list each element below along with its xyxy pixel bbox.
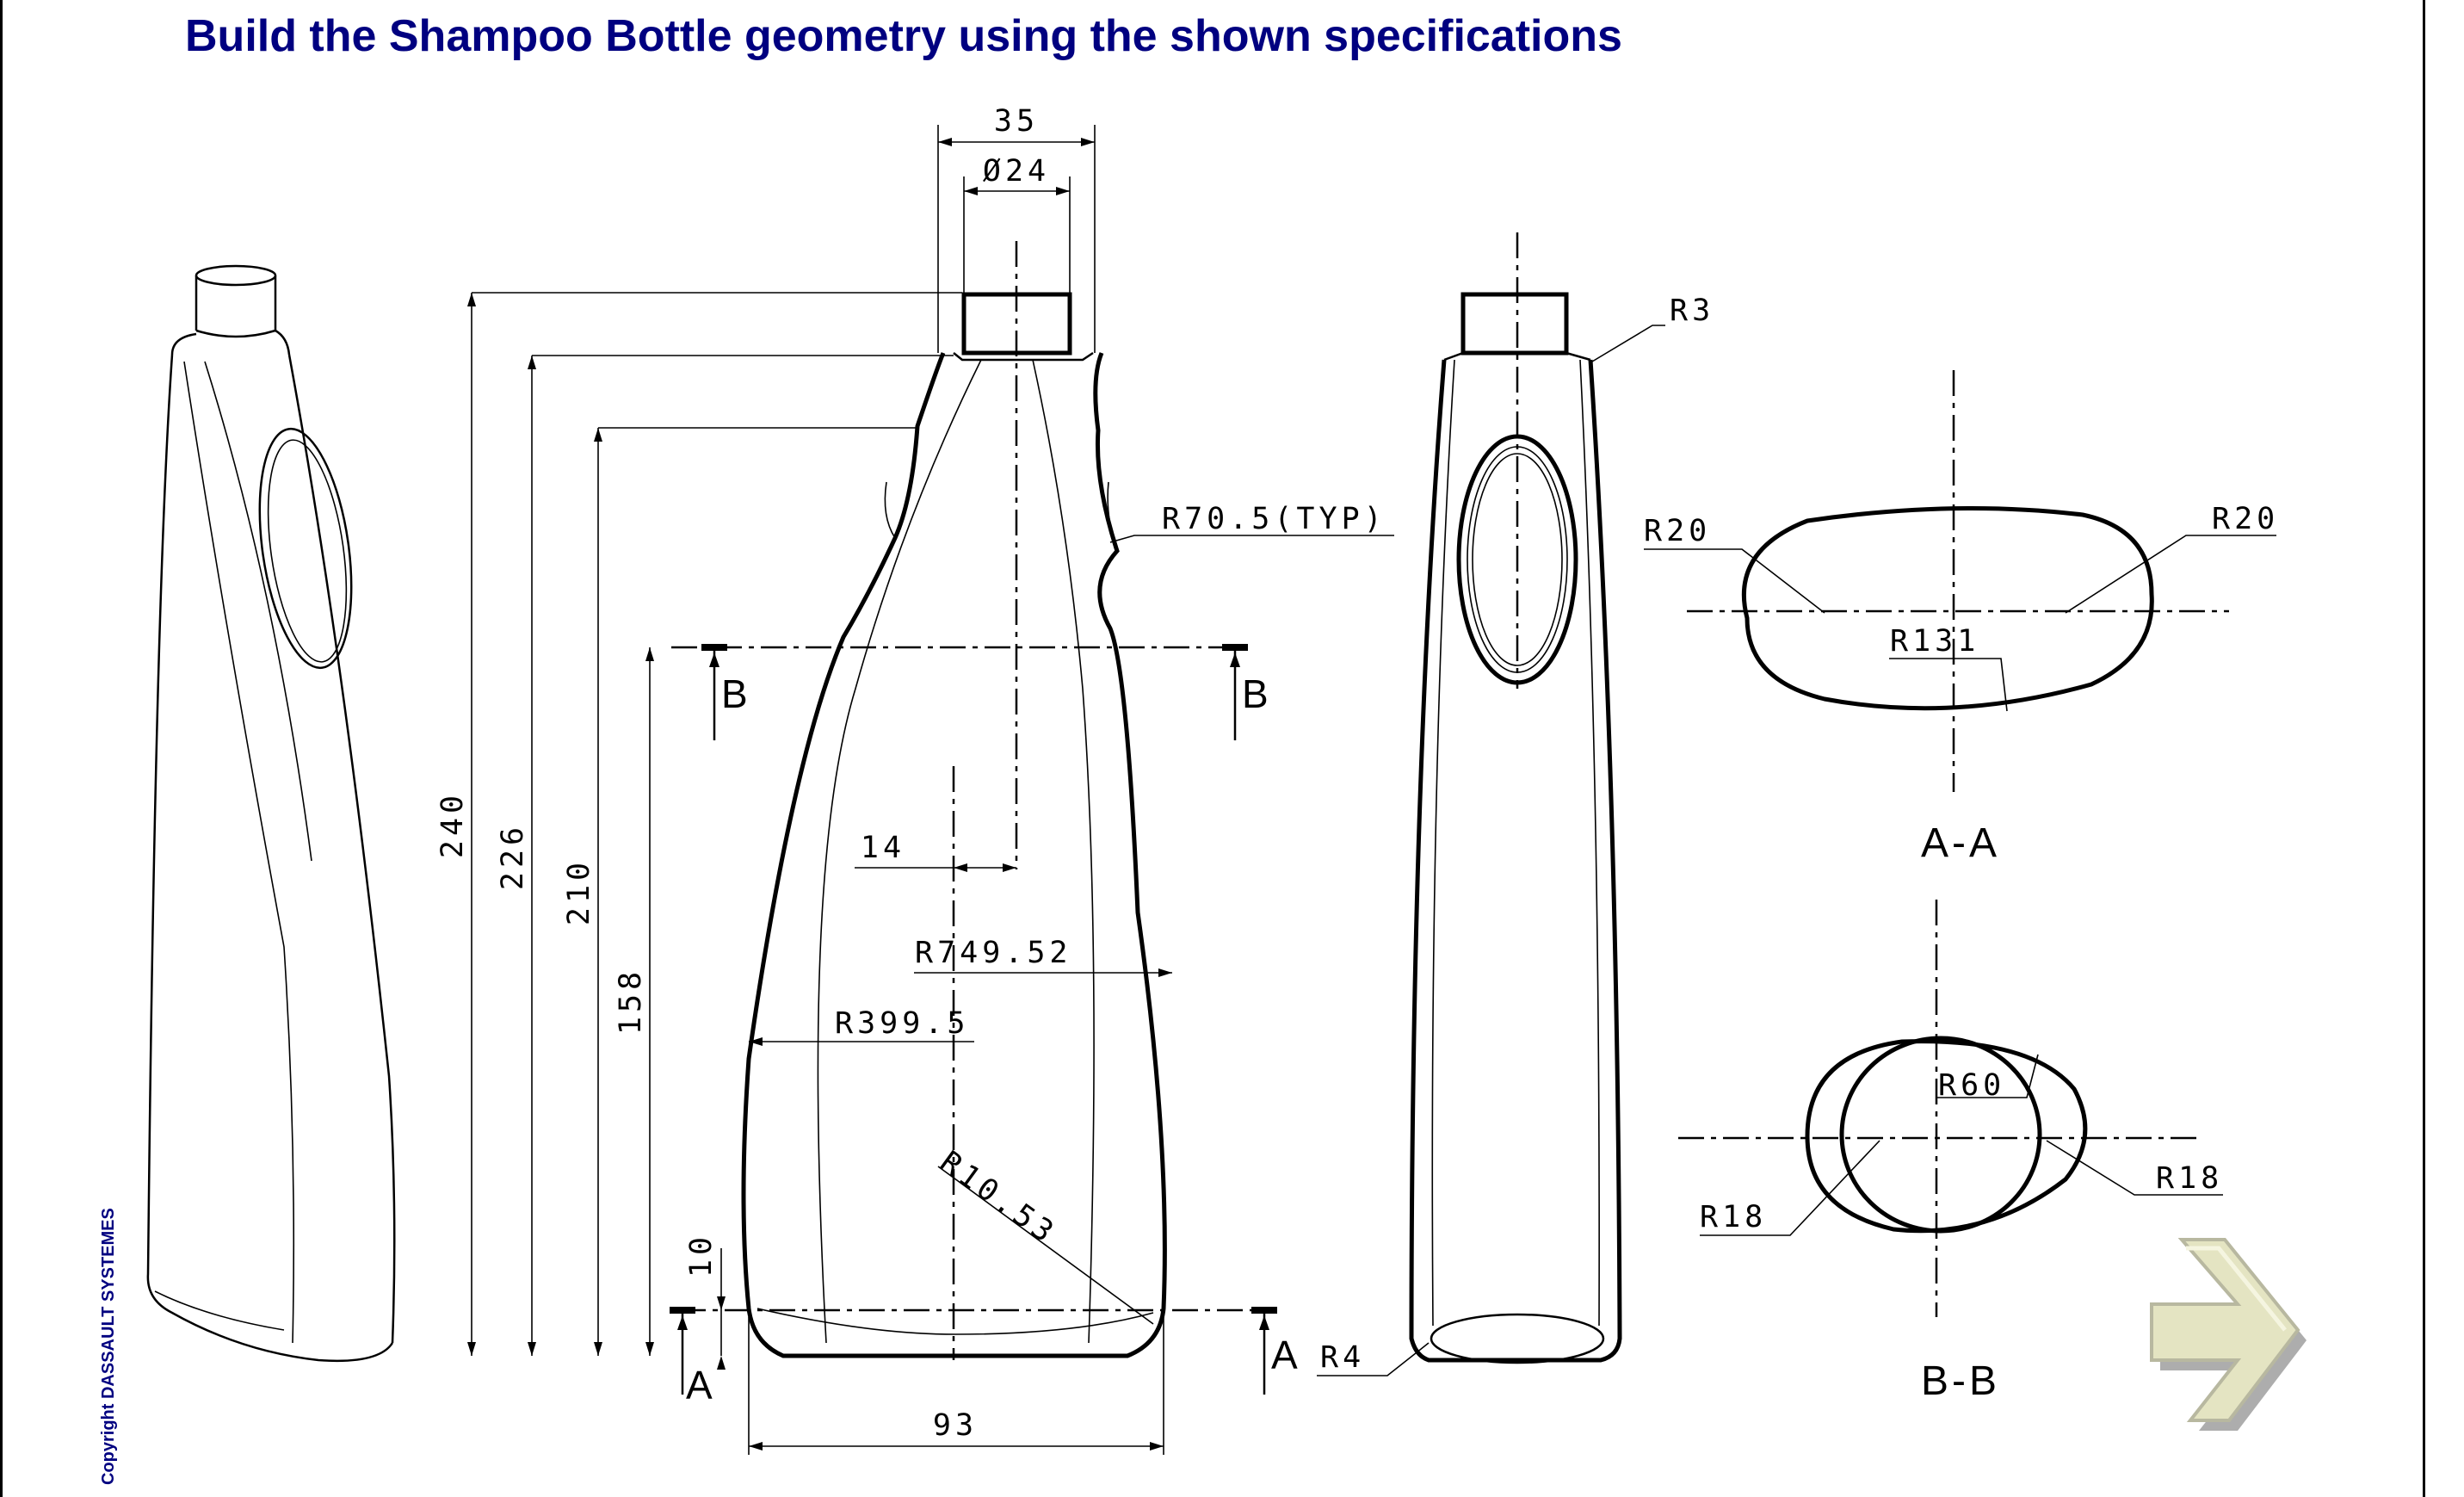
dim-r3: R3 xyxy=(1670,294,1714,328)
section-markers: A A B B xyxy=(670,644,1298,1407)
isometric-bottle-view xyxy=(146,264,396,1363)
dim-93: 93 xyxy=(933,1408,978,1443)
dim-14: 14 xyxy=(861,831,905,865)
dim-r399-5: R399.5 xyxy=(835,1006,969,1041)
dim-aa-r131: R131 xyxy=(1890,624,1979,659)
frame-border-left xyxy=(0,0,3,1497)
section-aa-view: R20 R20 R131 A-A xyxy=(1644,370,2279,866)
section-marker-b-right: B xyxy=(1242,671,1269,716)
next-arrow-icon[interactable] xyxy=(2150,1238,2307,1431)
slide-title: Build the Shampoo Bottle geometry using … xyxy=(185,11,1622,61)
dim-158: 158 xyxy=(614,968,648,1035)
dim-diameter-24: Ø24 xyxy=(983,154,1050,189)
section-bb-label: B-B xyxy=(1921,1358,2000,1404)
dim-r749-52: R749.52 xyxy=(915,936,1072,970)
dim-bb-r60: R60 xyxy=(1938,1068,2005,1103)
dim-aa-r20-left: R20 xyxy=(1644,514,1711,548)
section-marker-a-left: A xyxy=(686,1363,713,1407)
dim-35: 35 xyxy=(994,104,1039,139)
section-marker-a-right: A xyxy=(1271,1333,1298,1377)
dim-240: 240 xyxy=(435,791,470,858)
section-marker-b-left: B xyxy=(721,671,748,716)
dim-210: 210 xyxy=(562,858,596,925)
dim-226: 226 xyxy=(496,823,530,890)
frame-border-right xyxy=(2423,0,2425,1497)
copyright-notice: Copyright DASSAULT SYSTEMES xyxy=(99,1208,118,1485)
section-bb-view: R60 R18 R18 B-B xyxy=(1678,900,2223,1404)
dim-bb-r18-right: R18 xyxy=(2156,1161,2223,1196)
dim-r70-5-typ: R70.5(TYP) xyxy=(1162,502,1386,536)
section-aa-label: A-A xyxy=(1921,820,2000,866)
side-bottle-view: R3 xyxy=(1409,232,1714,1364)
dim-bb-r18-left: R18 xyxy=(1700,1200,1767,1234)
dim-aa-r20-right: R20 xyxy=(2212,502,2279,536)
front-view-dimensions: 35 Ø24 240 226 210 158 xyxy=(435,104,1430,1455)
dim-r4: R4 xyxy=(1320,1340,1365,1375)
front-bottle-view xyxy=(671,241,1274,1360)
dim-10: 10 xyxy=(684,1233,719,1277)
